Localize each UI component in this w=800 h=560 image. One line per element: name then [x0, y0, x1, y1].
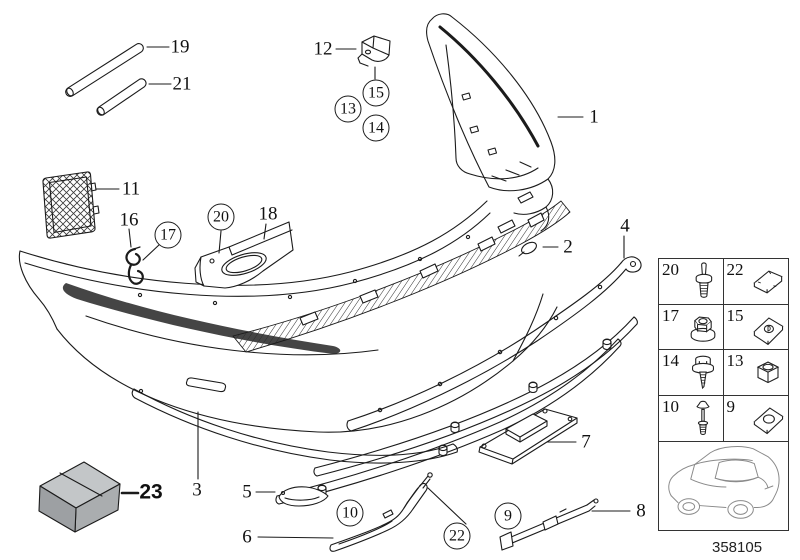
leader-lines	[95, 46, 631, 539]
strip-lower	[275, 338, 622, 505]
callout-17-circle[interactable]: 17	[154, 221, 182, 249]
bumper-shell-1	[426, 13, 556, 232]
fastener-cell-14[interactable]: 14	[659, 350, 724, 396]
fastener-number: 14	[662, 351, 679, 370]
callout-5[interactable]: 5	[242, 481, 252, 503]
strip-3	[131, 388, 458, 464]
callout-22-circle[interactable]: 22	[443, 522, 471, 550]
callout-13-circle[interactable]: 13	[334, 95, 362, 123]
callout-3[interactable]: 3	[192, 479, 202, 501]
callout-8[interactable]: 8	[636, 500, 646, 522]
fastener-number: 20	[662, 260, 679, 279]
piece-5	[278, 486, 329, 507]
rod-21	[96, 78, 147, 116]
grille-11	[42, 171, 100, 239]
fastener-number: 15	[726, 305, 744, 325]
washer-screw-icon	[691, 355, 714, 390]
expansion-rivet-icon	[695, 400, 710, 435]
fastener-cell-20[interactable]: 20	[659, 259, 724, 305]
hex-nut-icon	[756, 361, 780, 384]
blind-rivet-icon	[695, 262, 712, 298]
callout-10-circle[interactable]: 10	[336, 499, 364, 527]
bracket-18	[194, 221, 294, 289]
callout-23[interactable]: 23	[139, 480, 163, 504]
box-23	[38, 461, 121, 533]
callout-12[interactable]: 12	[313, 38, 333, 60]
fastener-cell-10[interactable]: 10	[659, 395, 724, 441]
diagram-number: 358105	[712, 539, 763, 556]
fastener-number: 13	[726, 351, 744, 370]
bracket-12	[357, 35, 391, 67]
callout-4[interactable]: 4	[620, 215, 630, 237]
callout-15-circle[interactable]: 15	[362, 79, 390, 107]
car-icon	[668, 446, 780, 519]
callout-14-circle[interactable]: 14	[362, 114, 390, 142]
strip-lower-upper	[313, 316, 638, 477]
clip-plate-icon	[753, 406, 784, 434]
fastener-number: 10	[662, 396, 679, 416]
callout-21[interactable]: 21	[172, 73, 192, 95]
fastener-cell-22[interactable]: 22	[723, 259, 788, 305]
rail-8	[499, 498, 599, 551]
fastener-number: 22	[726, 260, 744, 279]
spring-clip-icon	[753, 270, 783, 294]
callout-6[interactable]: 6	[242, 526, 252, 548]
strip-4	[346, 256, 642, 432]
bumper-cover	[18, 191, 571, 433]
callout-20-circle[interactable]: 20	[207, 203, 235, 231]
callout-11[interactable]: 11	[121, 178, 141, 200]
fastener-number: 9	[726, 396, 736, 416]
callout-9-circle[interactable]: 9	[494, 502, 522, 530]
callout-1[interactable]: 1	[589, 106, 599, 128]
callout-19[interactable]: 19	[170, 36, 190, 58]
rod-19	[65, 43, 144, 97]
callout-7[interactable]: 7	[581, 431, 591, 453]
fastener-cell-9[interactable]: 9	[724, 396, 789, 442]
fastener-table: 20 22 17	[658, 258, 789, 442]
fastener-cell-15[interactable]: 15	[723, 305, 788, 350]
callout-2[interactable]: 2	[563, 236, 573, 258]
vehicle-thumbnail	[658, 441, 789, 531]
fastener-number: 17	[662, 305, 679, 325]
plate-7	[478, 408, 578, 465]
fastener-cell-13[interactable]: 13	[723, 350, 788, 396]
flange-nut-icon	[690, 316, 715, 342]
speed-nut-icon	[753, 316, 784, 345]
callout-18[interactable]: 18	[258, 203, 278, 225]
piece-6	[329, 472, 433, 552]
hook-16	[125, 246, 144, 285]
cap-2	[518, 241, 537, 257]
fastener-cell-17[interactable]: 17	[659, 304, 724, 350]
callout-16[interactable]: 16	[119, 209, 139, 231]
